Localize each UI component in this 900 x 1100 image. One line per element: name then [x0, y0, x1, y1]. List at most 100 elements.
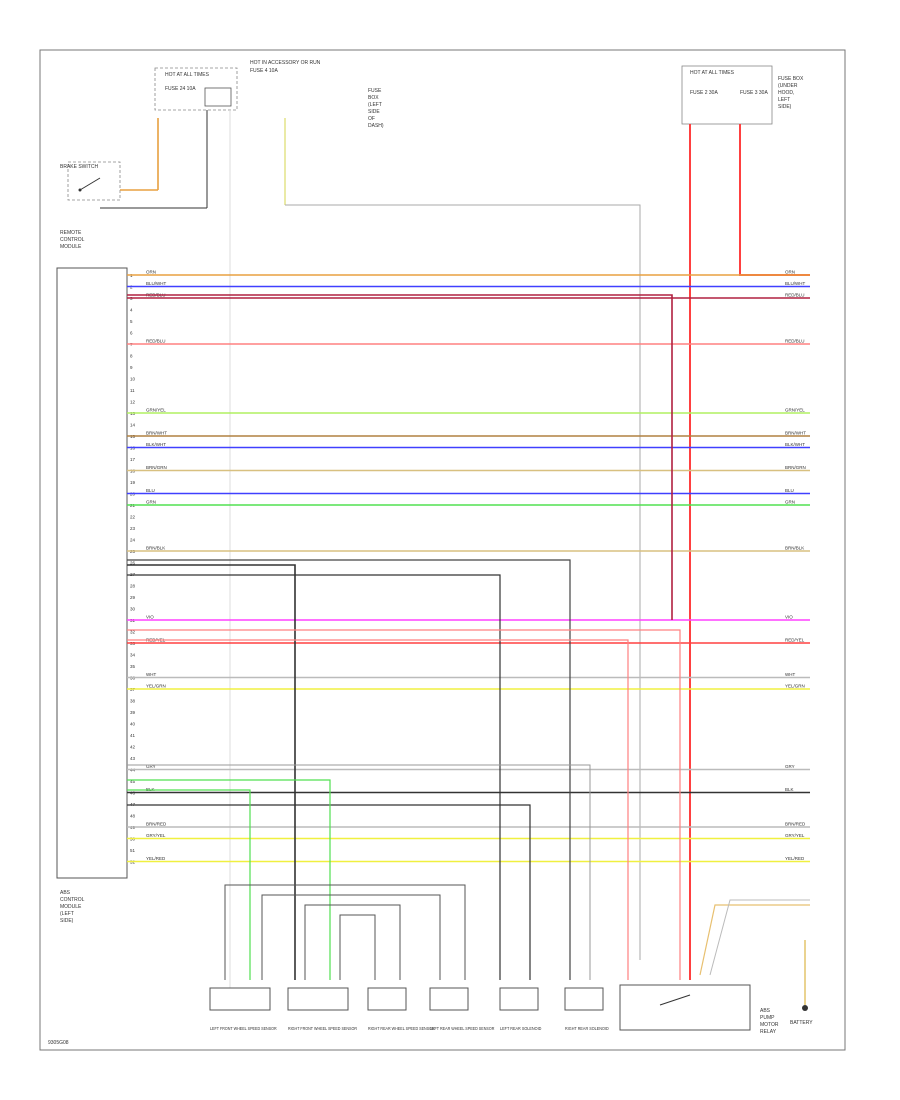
wire-color-label-right: BLK/WHT: [785, 442, 805, 447]
component-box: [429, 987, 469, 1011]
pin-number: 51: [130, 848, 136, 853]
diagram-id: 9305G08: [48, 1040, 69, 1046]
bottom-bus: [224, 884, 466, 980]
wire-color-label: BRN/BLK: [146, 546, 165, 551]
note-line: LEFT: [778, 97, 790, 103]
fuse-left-title: HOT AT ALL TIMES: [165, 72, 210, 78]
note-line: SIDE: [368, 109, 380, 115]
pin-number: 5: [130, 319, 133, 324]
wire-color-label: GRN: [146, 500, 156, 505]
power-wire-red-2: [739, 124, 810, 276]
component-box: [564, 987, 604, 1011]
wire-color-label: BLK/WHT: [146, 442, 166, 447]
wire-color-label-right: GRY: [785, 764, 795, 769]
wire-color-label-right: YEL/GRN: [785, 684, 805, 689]
pin-number: 9: [130, 365, 133, 370]
component-label: RIGHT FRONT WHEEL SPEED SENSOR: [288, 1026, 358, 1031]
pump-label-line: ABS: [760, 1008, 771, 1014]
module-label-line: CONTROL: [60, 897, 85, 903]
wire-color-label-right: GRN/YEL: [785, 408, 805, 413]
wire-color-label-right: RED/YEL: [785, 638, 805, 643]
fuse-mid-fuse: FUSE 4 10A: [250, 68, 278, 74]
wire-color-label: GRY: [146, 764, 156, 769]
brake-switch: BRAKE SWITCH: [60, 161, 121, 201]
wire-color-label: GRY/YEL: [146, 833, 166, 838]
pump-label-line: MOTOR: [760, 1022, 779, 1028]
component-label: LEFT REAR SOLENOID: [500, 1026, 542, 1031]
component-box: [209, 987, 271, 1011]
wire-color-label-right: RED/BLU: [785, 339, 805, 344]
fuse-left-fuse: FUSE 24 10A: [165, 86, 196, 92]
fuse-box-left: HOT AT ALL TIMES FUSE 24 10A: [154, 67, 238, 111]
pin-number: 4: [130, 308, 133, 313]
pin-number: 26: [130, 561, 136, 566]
pin-number: 11: [130, 388, 135, 393]
wire-color-label: WHT: [146, 672, 156, 677]
pin-number: 39: [130, 710, 136, 715]
wire-color-label: YEL/RED: [146, 856, 166, 861]
pin-number: 28: [130, 584, 136, 589]
pin-number: 6: [130, 331, 133, 336]
pin-number: 8: [130, 354, 133, 359]
wire-color-label-right: BLU/WHT: [785, 281, 806, 286]
module-label-line: REMOTE: [60, 230, 82, 236]
pin-numbers: 1234567891011121314151617181920212223242…: [130, 273, 136, 865]
wire-color-label-right: ORN: [785, 270, 795, 275]
wire-color-label-right: BRN/GRN: [785, 465, 806, 470]
wire-color-label-right: BRN/RED: [785, 822, 806, 827]
wire-color-label: BLU/WHT: [146, 281, 167, 286]
feed-wire-yel-run: [285, 204, 641, 960]
diagram-border: [39, 49, 846, 1051]
pin-number: 34: [130, 653, 136, 658]
wire-color-label-right: GRN: [785, 500, 795, 505]
note-line: BOX: [368, 95, 379, 101]
component-label: RIGHT REAR SOLENOID: [565, 1026, 609, 1031]
battery: BATTERY: [790, 940, 813, 1026]
wire-color-label: BRN/GRN: [146, 465, 167, 470]
wire-color-label: BRN/RED: [146, 822, 167, 827]
pin-number: 12: [130, 400, 136, 405]
wire-color-label: YEL/GRN: [146, 684, 166, 689]
wire-color-label-right: BLK: [785, 787, 794, 792]
note-line: SIDE): [778, 104, 792, 110]
pin-number: 24: [130, 538, 136, 543]
note-line: (UNDER: [778, 83, 798, 89]
wire-color-label: ORN: [146, 270, 156, 275]
component-box: [287, 987, 349, 1011]
wire-color-label-right: GRY/YEL: [785, 833, 805, 838]
module-label-line: CONTROL: [60, 237, 85, 243]
pin-number: 17: [130, 457, 136, 462]
bottom-components: LEFT FRONT WHEEL SPEED SENSOR RIGHT FRONT…: [209, 987, 609, 1031]
brake-switch-label: BRAKE SWITCH: [60, 164, 98, 170]
wire-color-label-right: WHT: [785, 672, 795, 677]
note-line: FUSE: [368, 88, 382, 94]
pin-number: 32: [130, 630, 136, 635]
wire-color-label: BRN/WHT: [146, 431, 167, 436]
pin-number: 10: [130, 377, 136, 382]
pump-label-line: PUMP: [760, 1015, 775, 1021]
wire-color-label-right: BRN/WHT: [785, 431, 806, 436]
component-label: LEFT FRONT WHEEL SPEED SENSOR: [210, 1026, 277, 1031]
pin-number: 30: [130, 607, 136, 612]
note-line: FUSE BOX: [778, 76, 804, 82]
component-box: [499, 987, 539, 1011]
wire-color-label: VIO: [146, 615, 154, 620]
sensor-harness: [127, 294, 681, 980]
pin-number: 19: [130, 480, 136, 485]
wire-color-label: BLU: [146, 488, 155, 493]
wire-color-label-right: YEL/RED: [785, 856, 805, 861]
wire-color-label: GRN/YEL: [146, 408, 166, 413]
pump-label-line: RELAY: [760, 1029, 777, 1035]
module-label-line: MODULE: [60, 904, 82, 910]
note-line: OF: [368, 116, 375, 122]
component-label: LEFT REAR WHEEL SPEED SENSOR: [430, 1026, 495, 1031]
pin-number: 40: [130, 722, 136, 727]
fuse-mid-title: HOT IN ACCESSORY OR RUN: [250, 60, 321, 66]
